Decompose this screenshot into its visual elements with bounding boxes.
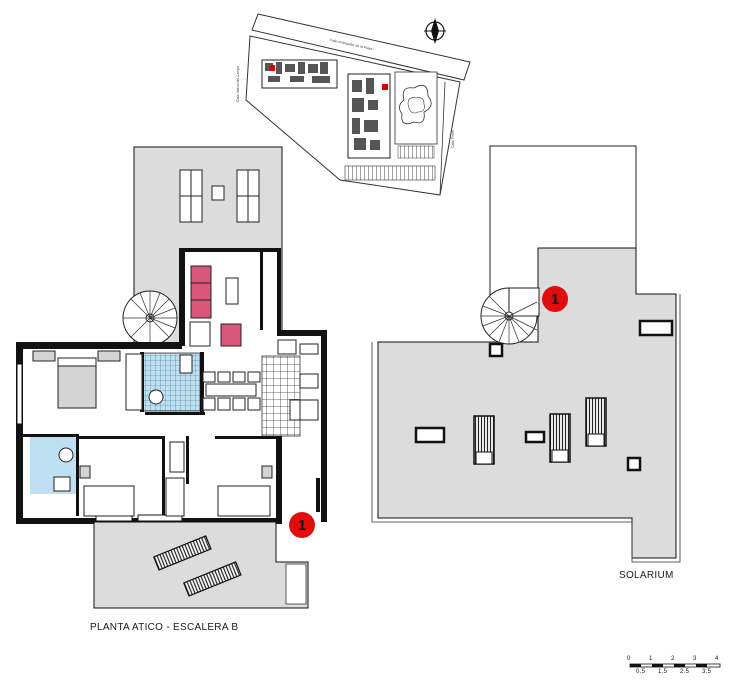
lounge-chair-icon — [179, 169, 203, 223]
sofa-icon — [190, 265, 212, 319]
bed-icon — [32, 350, 121, 409]
armchair-icon — [220, 323, 242, 347]
marker-badge: 1 — [542, 286, 568, 312]
street-label-left: Calle lateral del Campo — [236, 65, 240, 102]
marker-badge: 1 — [289, 512, 315, 538]
solarium-label: SOLARIUM — [619, 570, 674, 581]
atico-floor-plan — [16, 146, 327, 609]
bed-icon — [217, 465, 273, 517]
scale-tick: 0.5 — [636, 669, 646, 675]
scale-tick: 2 — [671, 656, 675, 662]
scale-tick: 1 — [649, 656, 653, 662]
north-arrow-icon — [424, 18, 446, 44]
scale-tick: 3.5 — [702, 669, 712, 675]
bed-icon — [79, 465, 135, 517]
scale-tick: 1.5 — [658, 669, 668, 675]
sun-lounger-icon — [549, 413, 571, 463]
plan-title: PLANTA ATICO - ESCALERA B — [90, 622, 239, 633]
street-label-right: Calle Pinos — [451, 130, 455, 148]
dining-table-icon — [202, 371, 261, 411]
scale-tick: 2.5 — [680, 669, 690, 675]
scale-tick: 0 — [627, 656, 631, 662]
spiral-staircase-icon — [480, 287, 540, 345]
spiral-staircase-icon — [122, 290, 178, 346]
solarium-plan — [371, 145, 681, 563]
lounge-chair-icon — [236, 169, 260, 223]
sun-lounger-icon — [153, 535, 212, 571]
scale-tick: 4 — [715, 656, 719, 662]
scale-tick: 3 — [693, 656, 697, 662]
sun-lounger-icon — [183, 561, 242, 597]
sun-lounger-icon — [585, 397, 607, 447]
sun-lounger-icon — [473, 415, 495, 465]
scale-bar — [629, 663, 721, 668]
site-plan — [245, 13, 471, 196]
